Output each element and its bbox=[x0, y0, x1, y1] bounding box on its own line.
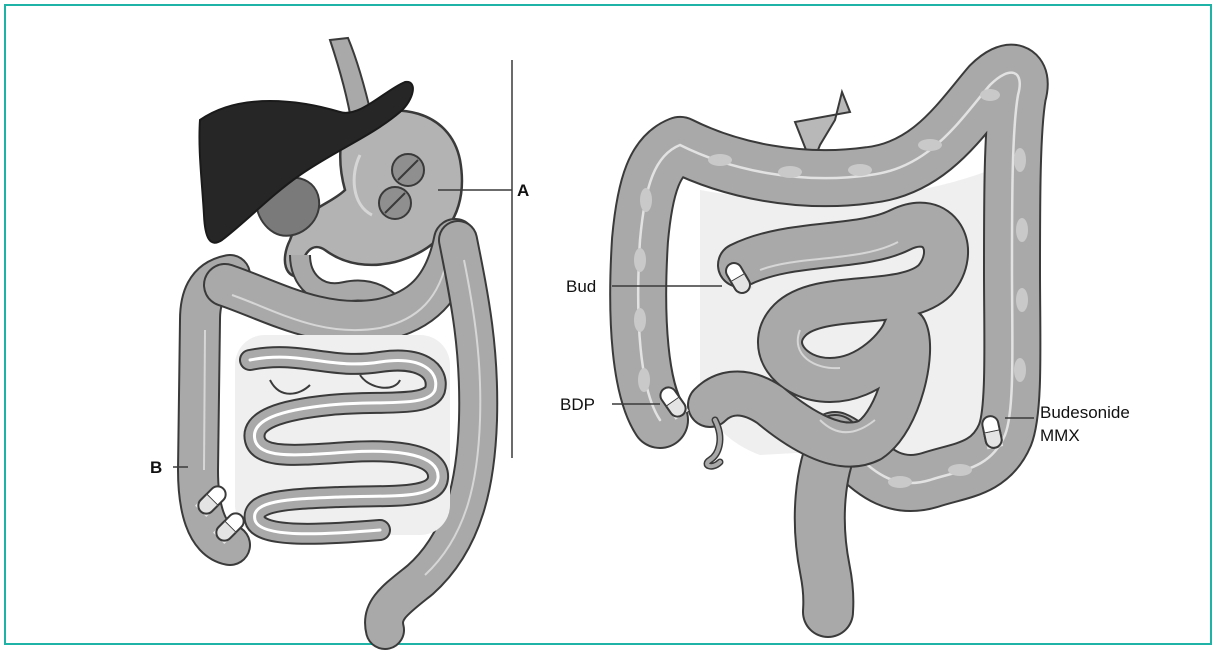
tablet-icon bbox=[379, 187, 411, 219]
label-a: A bbox=[517, 181, 529, 200]
label-b: B bbox=[150, 458, 162, 477]
right-intestine: Bud BDP Budesonide MMX bbox=[560, 73, 1130, 612]
label-budesonide: Budesonide bbox=[1040, 403, 1130, 422]
small-intestine bbox=[235, 335, 450, 535]
rectum bbox=[820, 440, 835, 612]
left-digestive-system: A B bbox=[150, 38, 529, 630]
label-bdp: BDP bbox=[560, 395, 595, 414]
label-mmx: MMX bbox=[1040, 426, 1080, 445]
label-bud: Bud bbox=[566, 277, 596, 296]
tablet-icon bbox=[392, 154, 424, 186]
